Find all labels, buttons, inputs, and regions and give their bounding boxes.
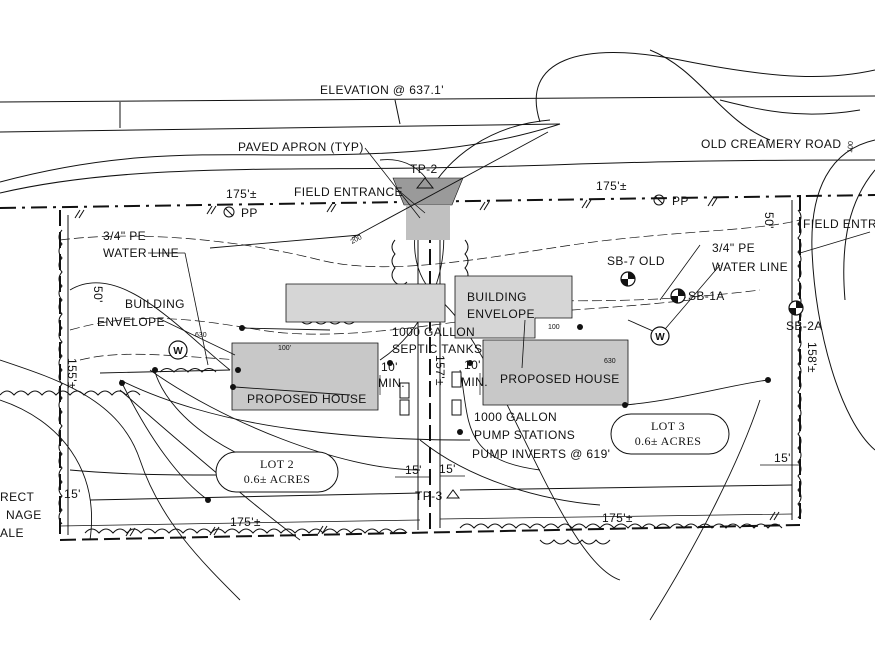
sb-2a-label: SB-2A	[786, 319, 823, 333]
field-entrance-right-label: FIELD ENTRA	[803, 217, 875, 231]
leader-lines	[148, 147, 871, 369]
dim-15-b: 15'	[439, 462, 456, 476]
lot-2-name: LOT 2	[260, 457, 294, 471]
water-line-right-label-1: 3/4" PE	[712, 241, 755, 255]
contour-100a-label: 100'	[278, 345, 291, 352]
soil-boring-icon	[788, 300, 804, 316]
contour-100b-label: 100	[548, 324, 560, 331]
dim-155: 155'±	[65, 358, 79, 389]
tp-3-label: TP-3	[415, 489, 443, 503]
dim-50-left: 50'	[91, 286, 105, 303]
lot-3-label: LOT 3 0.6± ACRES	[610, 413, 730, 455]
building-envelope-right-label-2: ENVELOPE	[467, 307, 535, 321]
dim-10-min-right-1: 10'	[464, 358, 481, 372]
water-line-right-label-2: WATER LINE	[712, 260, 788, 274]
dim-10-min-left-1: 10'	[381, 360, 398, 374]
paved-apron-label: PAVED APRON (TYP)	[238, 140, 364, 154]
well-icon: W	[168, 340, 188, 360]
dim-15-a: 15'	[405, 463, 422, 477]
contour-100-top-label: 100	[847, 141, 855, 153]
road-name-label: OLD CREAMERY ROAD	[701, 137, 841, 151]
proposed-house-left-label: PROPOSED HOUSE	[247, 392, 367, 406]
sb-1a-label: SB-1A	[688, 289, 725, 303]
building-envelope-left-label-2: ENVELOPE	[97, 315, 165, 329]
well-icon: W	[650, 326, 670, 346]
contour-630b-label: 630	[604, 358, 616, 365]
survey-points	[119, 324, 771, 503]
lot-3-name: LOT 3	[651, 419, 685, 433]
svg-text:W: W	[173, 346, 183, 357]
septic-tanks	[399, 371, 462, 416]
pp-left-label: PP	[241, 206, 258, 220]
left-edge-label-2: NAGE	[6, 508, 42, 522]
soil-boring-icon	[620, 271, 636, 287]
dim-15-right: 15'	[774, 451, 791, 465]
svg-text:W: W	[655, 332, 665, 343]
elevation-label: ELEVATION @ 637.1'	[320, 83, 444, 97]
proposed-house-right-label: PROPOSED HOUSE	[500, 372, 620, 386]
dim-10-min-left-2: MIN.	[378, 376, 405, 390]
lot-outline	[67, 200, 793, 535]
septic-label-2: SEPTIC TANKS	[392, 342, 482, 356]
dimension-lines	[59, 373, 800, 527]
building-envelope-left-label-1: BUILDING	[125, 297, 185, 311]
pump-label-3: PUMP INVERTS @ 619'	[472, 447, 610, 461]
dim-10-min-right-2: MIN.	[461, 375, 488, 389]
dim-50-right: 50'	[762, 212, 776, 229]
sb-7-label: SB-7 OLD	[607, 254, 665, 268]
field-entrance-left-label: FIELD ENTRANCE	[294, 185, 403, 199]
soil-boring-icon	[670, 288, 686, 304]
dim-175-bottom-left: 175'±	[230, 515, 261, 529]
water-line-left-label-2: WATER LINE	[103, 246, 179, 260]
left-edge-label-3: ALE	[0, 526, 24, 540]
paved-apron	[392, 177, 464, 240]
pump-label-2: PUMP STATIONS	[474, 428, 575, 442]
tree-lines	[0, 209, 802, 545]
road-lines	[0, 49, 875, 451]
lot-2-area: 0.6± ACRES	[244, 472, 311, 486]
dim-175-bottom-right: 175'±	[602, 511, 633, 525]
building-envelope-right	[454, 275, 629, 406]
dim-15-left: 15'	[64, 487, 81, 501]
building-envelope-right-label-1: BUILDING	[467, 290, 527, 304]
contour-200-label: 200	[350, 234, 364, 246]
lot-3-area: 0.6± ACRES	[635, 434, 702, 448]
dim-158: 158'±	[805, 342, 819, 373]
contour-630a-label: 630	[195, 332, 207, 339]
pump-label-1: 1000 GALLON	[474, 410, 557, 424]
building-envelope-left	[231, 283, 446, 411]
pp-right-label: PP	[672, 194, 689, 208]
tp-2-label: TP-2	[410, 162, 438, 176]
left-edge-label-1: RECT	[0, 490, 35, 504]
lot-2-label: LOT 2 0.6± ACRES	[215, 451, 339, 493]
septic-label-1: 1000 GALLON	[392, 325, 475, 339]
test-pit-icon	[415, 177, 460, 499]
power-pole-icon	[223, 194, 665, 218]
dim-175-top-right: 175'±	[596, 179, 627, 193]
water-line-left-label-1: 3/4" PE	[103, 229, 146, 243]
fence-ticks	[74, 197, 780, 537]
dim-157: 157'±	[433, 355, 447, 386]
dim-175-top-left: 175'±	[226, 187, 257, 201]
